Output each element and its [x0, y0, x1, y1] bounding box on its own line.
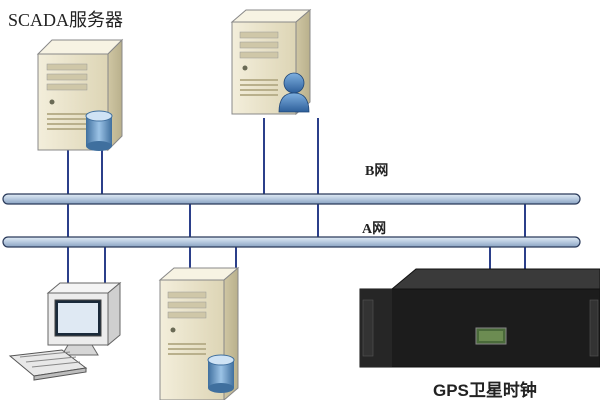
gps-clock-icon	[359, 268, 600, 368]
scada-database-icon	[85, 110, 113, 151]
server-icon	[158, 266, 240, 400]
keyboard-icon	[8, 349, 88, 381]
server-database-icon	[207, 354, 235, 393]
user-icon	[278, 72, 310, 113]
scada-server-label: SCADA服务器	[8, 10, 124, 30]
network-b-label: B网	[365, 164, 389, 179]
gps-clock-label: GPS卫星时钟	[433, 381, 537, 400]
network-b-bus	[2, 193, 581, 205]
network-a-label: A网	[362, 222, 387, 237]
workstation-computer-icon	[46, 281, 122, 356]
network-a-bus	[2, 236, 581, 248]
